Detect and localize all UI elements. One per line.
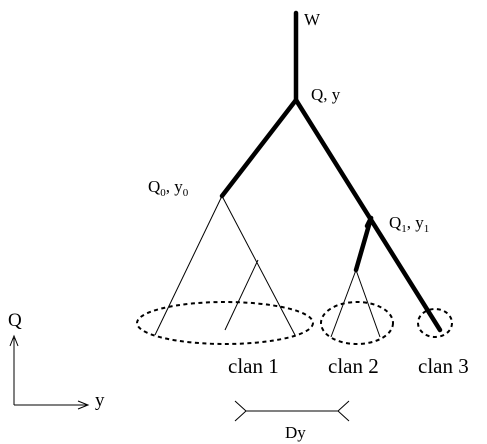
axis-horizontal-label: y bbox=[95, 390, 105, 411]
dy-width-marker: Dy bbox=[234, 400, 350, 442]
vertex-main-label: Q, y bbox=[311, 85, 341, 104]
branch-q1-to-clan2 bbox=[353, 215, 374, 273]
dy-right-bracket bbox=[337, 400, 350, 422]
clan1-inner-left-line bbox=[224, 259, 259, 331]
dy-label: Dy bbox=[285, 423, 306, 442]
vertex-right-label: Q1, y1 bbox=[389, 213, 429, 235]
clan3-label: clan 3 bbox=[418, 354, 469, 378]
axis-vertical-arrowhead bbox=[9, 334, 19, 347]
clan1-right-line bbox=[221, 195, 296, 336]
axis-horizontal-arrowhead bbox=[77, 400, 90, 410]
clan3-ellipse bbox=[417, 308, 453, 338]
clan2-right-line bbox=[355, 269, 381, 338]
clan1-ellipse bbox=[136, 301, 314, 345]
clan2-label: clan 2 bbox=[328, 354, 379, 378]
clan1-label: clan 1 bbox=[228, 354, 279, 378]
dy-left-bracket bbox=[234, 400, 247, 422]
clan2-ellipse bbox=[320, 301, 394, 345]
axes-indicator: Q y bbox=[8, 310, 105, 411]
root-label: W bbox=[304, 10, 321, 29]
branch-to-clan3 bbox=[293, 97, 443, 333]
clan1-left-line bbox=[154, 195, 223, 336]
clan1-subtree bbox=[154, 195, 296, 336]
axis-vertical-label: Q bbox=[8, 310, 22, 331]
vertex-left-label: Q0, y0 bbox=[148, 177, 189, 199]
main-branches bbox=[219, 10, 443, 333]
branch-to-q0 bbox=[219, 97, 299, 199]
